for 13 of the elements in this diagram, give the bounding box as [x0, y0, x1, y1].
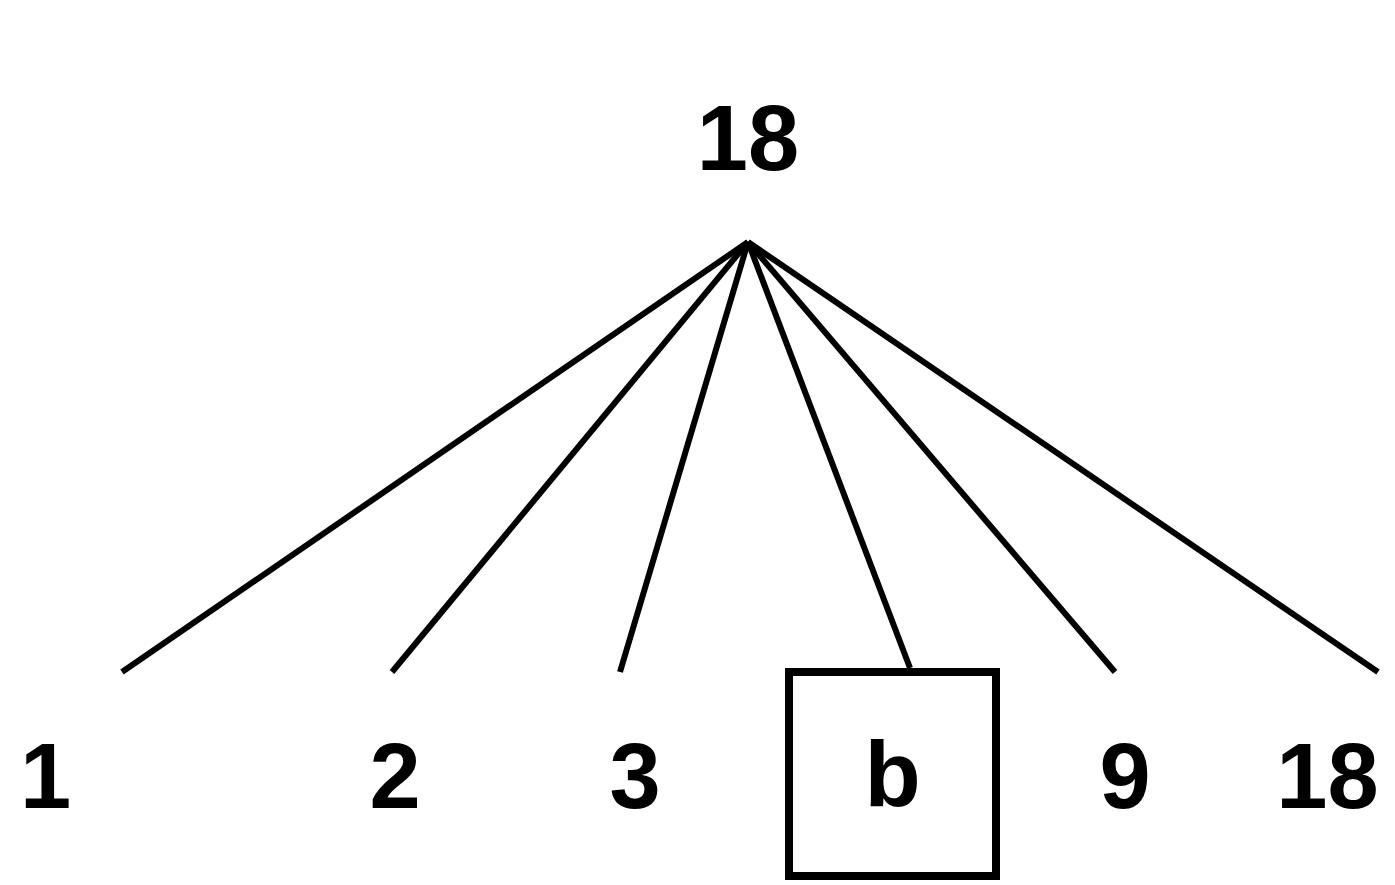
number-label: 2 — [340, 672, 450, 822]
box-letter: b — [864, 728, 921, 820]
connector-line — [746, 239, 1380, 675]
number-label: 3 — [590, 672, 680, 822]
connector-line — [745, 240, 1118, 674]
number-label: 18 — [1265, 672, 1390, 822]
connector-line — [745, 240, 913, 670]
number-label: 1 — [20, 672, 140, 822]
number-label: 9 — [1080, 672, 1170, 822]
connector-line — [120, 239, 750, 675]
number-label: 18 — [660, 92, 836, 242]
letter-box — [785, 668, 1000, 880]
connector-line — [617, 241, 751, 673]
